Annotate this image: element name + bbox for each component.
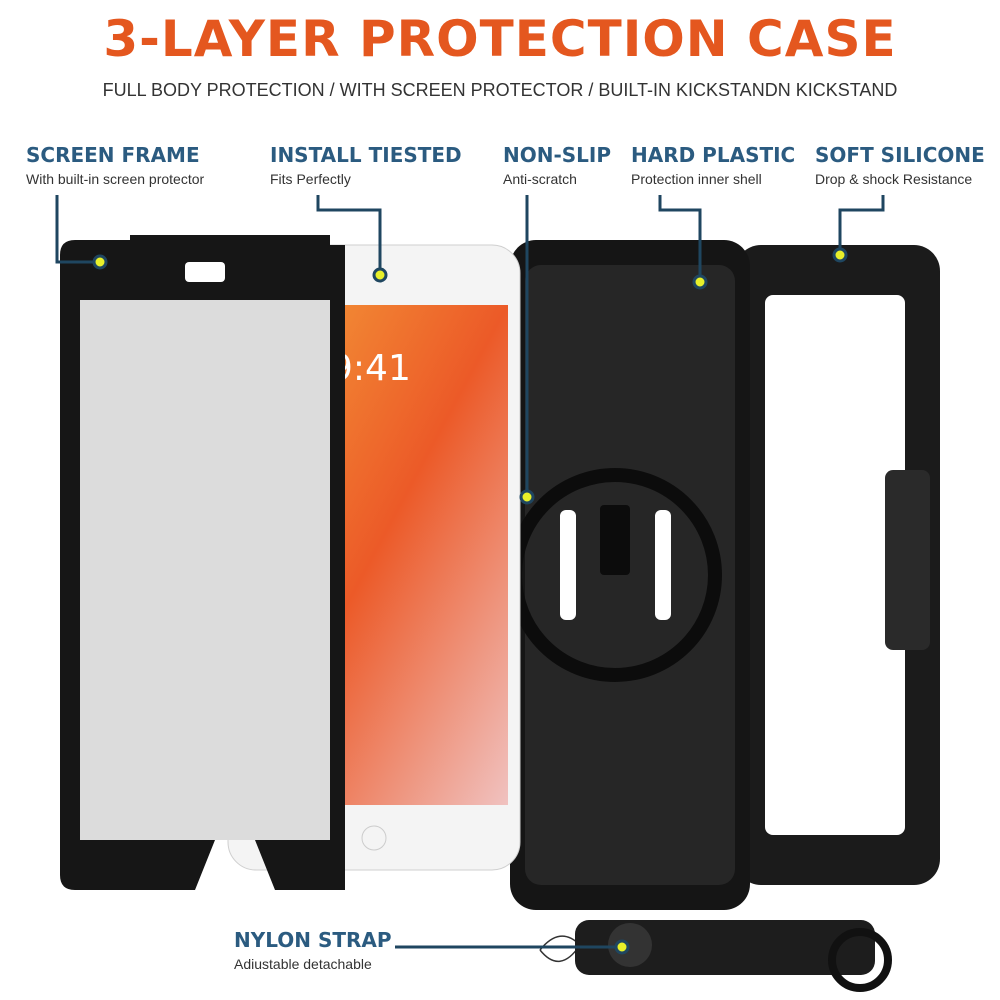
callout-soft-silicone: SOFT SILICONE Drop & shock Resistance: [815, 143, 985, 187]
callout-dot: [92, 254, 108, 270]
callout-dot: [614, 939, 630, 955]
callout-dot: [519, 489, 535, 505]
callout-dots: [92, 247, 848, 955]
callout-lines: [55, 195, 885, 949]
callout-dot: [372, 267, 388, 283]
callout-dot: [832, 247, 848, 263]
callout-nylon-strap: NYLON STRAP Adiustable detachable: [234, 928, 392, 972]
callout-screen-frame: SCREEN FRAME With built-in screen protec…: [26, 143, 205, 187]
nylon-strap: [539, 920, 892, 992]
soft-silicone-layer: [735, 245, 940, 885]
hard-plastic-shell: [508, 240, 750, 910]
screen-frame: [60, 235, 345, 890]
callout-hard-plastic: HARD PLASTIC Protection inner shell: [631, 143, 796, 187]
callout-dot: [692, 274, 708, 290]
page-subtitle: FULL BODY PROTECTION / WITH SCREEN PROTE…: [102, 80, 898, 100]
page-title: 3-LAYER PROTECTION CASE: [103, 10, 897, 68]
callout-non-slip: NON-SLIP Anti-scratch: [503, 143, 612, 187]
callout-install-tiested: INSTALL TIESTED Fits Perfectly: [270, 143, 462, 187]
